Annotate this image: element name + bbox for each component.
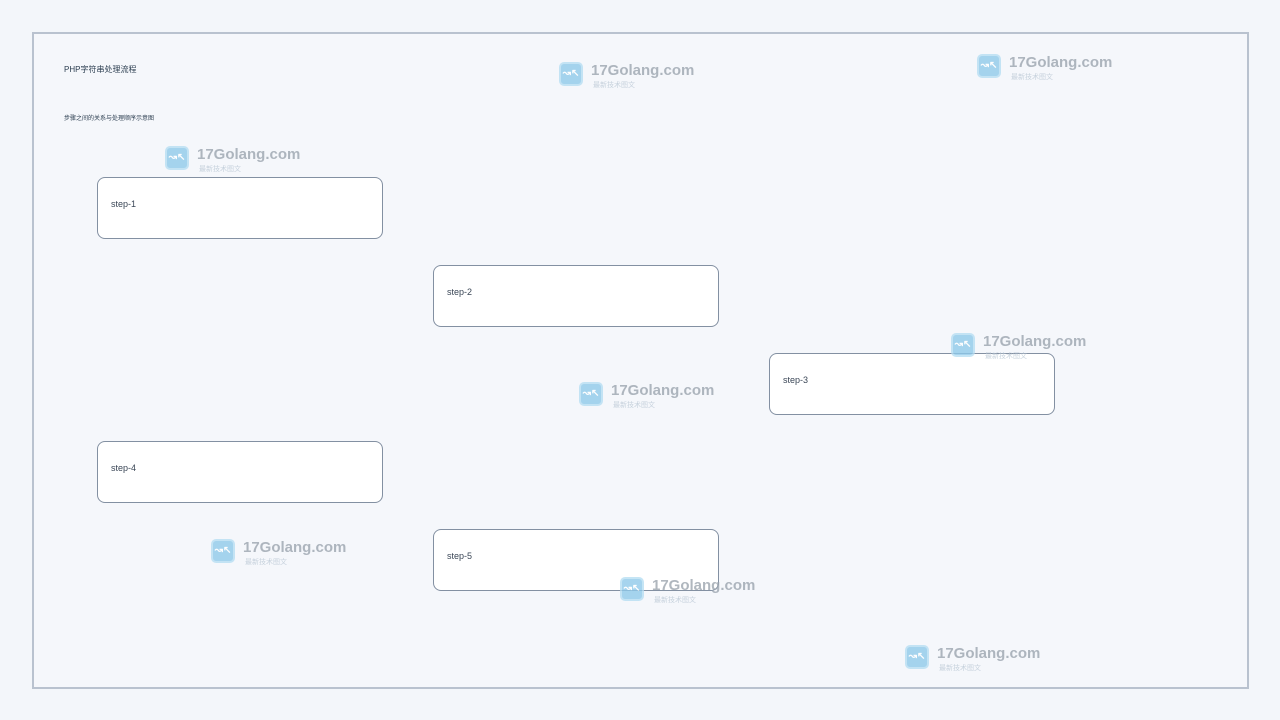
step-label-5: step-5 [447,551,473,561]
step-box-2: step-2 [433,265,719,327]
diagram-subtitle: 步骤之间的关系与处理顺序示意图 [64,116,155,122]
step-label-3: step-3 [783,375,809,385]
step-label-1: step-1 [111,199,137,209]
step-box-5: step-5 [433,529,719,591]
step-box-1: step-1 [97,177,383,239]
diagram-frame: PHP字符串处理流程 步骤之间的关系与处理顺序示意图 step-1 step-2… [32,32,1249,689]
diagram-title: PHP字符串处理流程 [64,65,137,74]
step-label-4: step-4 [111,463,137,473]
step-label-2: step-2 [447,287,473,297]
step-box-4: step-4 [97,441,383,503]
step-box-3: step-3 [769,353,1055,415]
